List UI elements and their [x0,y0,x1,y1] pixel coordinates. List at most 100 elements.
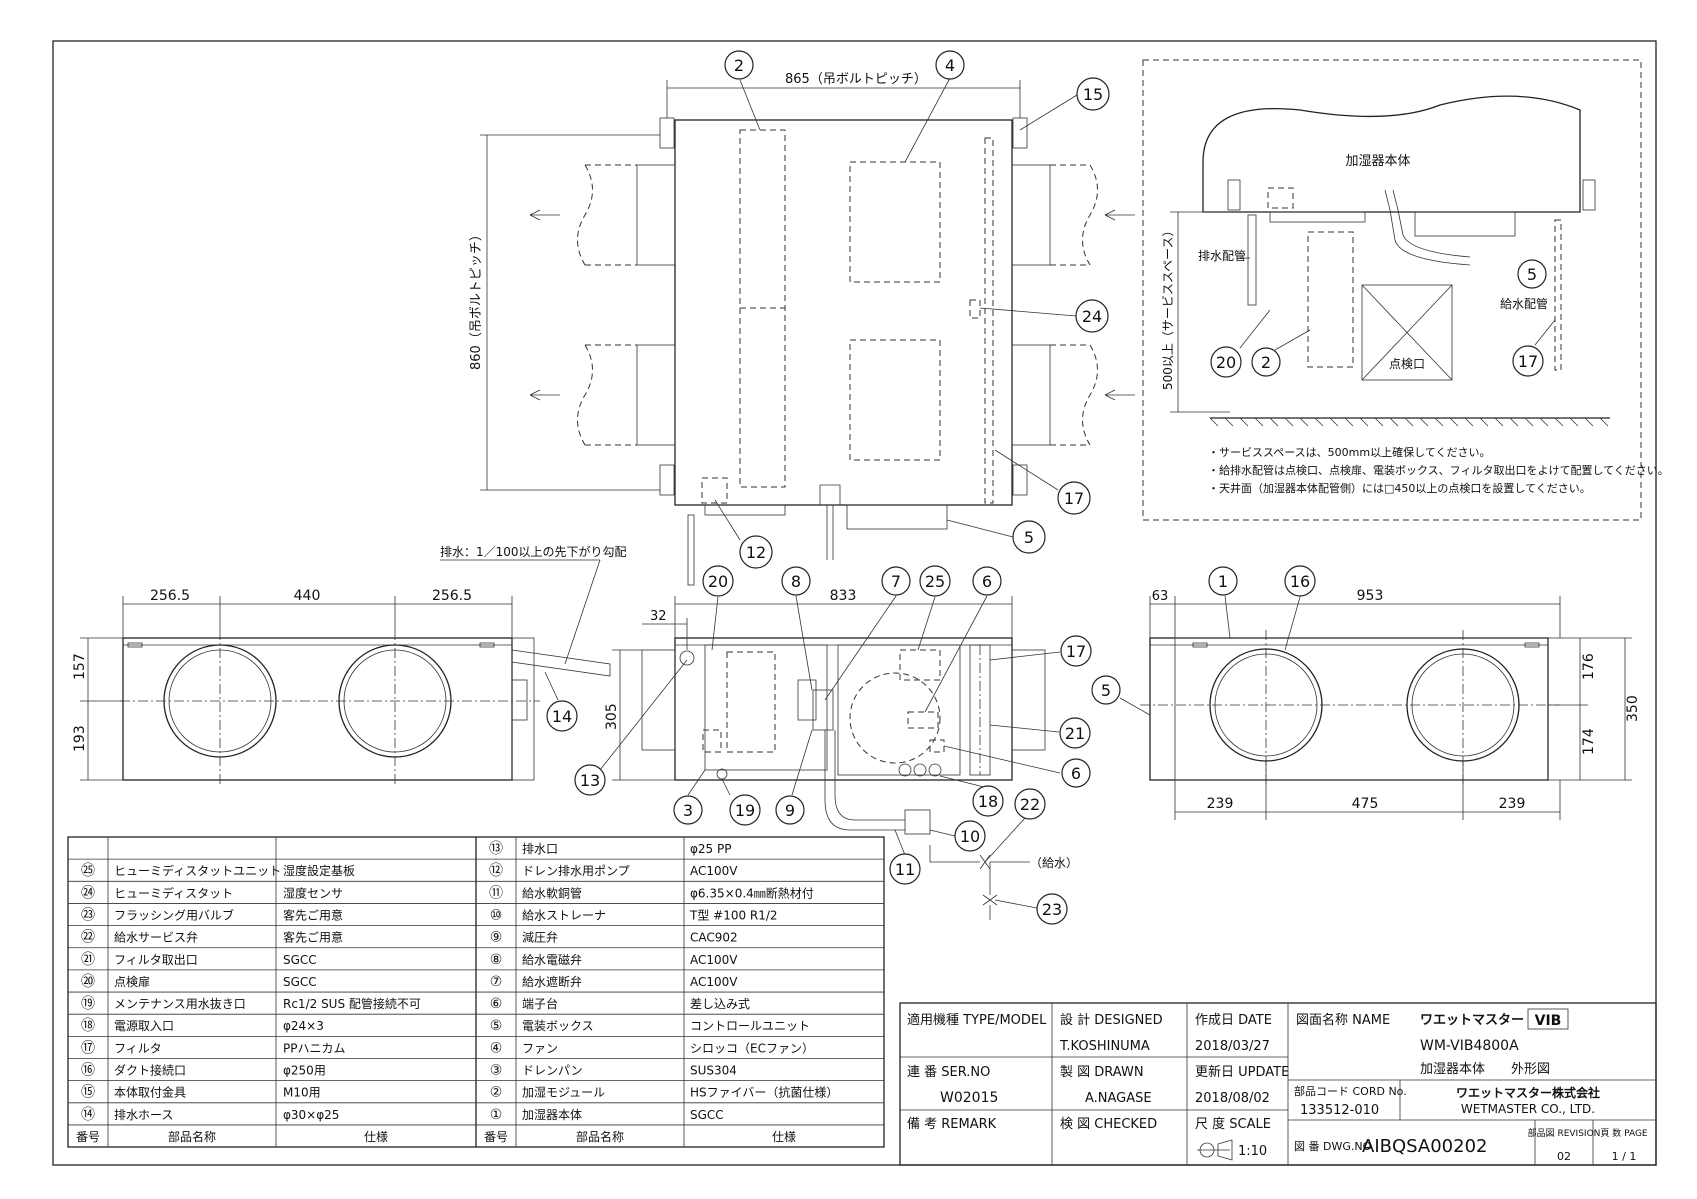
part-spec: PPハニカム [283,1041,345,1055]
part-number: ③ [490,1063,503,1079]
front-dim-height: 305 [604,703,620,730]
front-view: （給水） 833 32 305 20 8 7 25 6 17 21 6 18 2… [574,565,1092,925]
tb-model: WM-VIB4800A [1420,1038,1519,1054]
tb-designed-value: T.KOSHINUMA [1059,1039,1150,1054]
balloon-11-front: 11 [889,829,921,885]
tb-cord-value: 133512-010 [1300,1103,1379,1118]
part-number: ⑰ [81,1040,95,1056]
balloon-3-front: 3 [673,769,706,825]
left-dim-5: 193 [72,725,88,752]
svg-text:13: 13 [580,771,600,790]
right-view: 63 953 176 350 174 239 475 239 1 16 5 [1091,565,1641,820]
balloon-22-front: 22 [984,788,1046,863]
tb-designed-label: 設 計 DESIGNED [1060,1012,1163,1028]
part-number: ㉑ [81,952,95,968]
tb-scale-value: 1:10 [1238,1144,1267,1159]
svg-text:20: 20 [708,572,728,591]
part-number: ⑯ [81,1063,95,1079]
tb-brand-box: VIB [1535,1013,1562,1029]
top-height-dim: 860（吊ボルトピッチ） [469,228,484,370]
part-number: ⑦ [490,974,503,990]
detail-note-1: ・サービススペースは、500mm以上確保してください。 [1208,445,1490,459]
table-header-no: 番号 [484,1130,508,1144]
part-name: ヒューミディスタット [114,885,233,900]
svg-text:2: 2 [734,56,744,75]
part-spec: CAC902 [690,931,738,945]
part-number: ⑩ [490,907,503,923]
part-number: ⑫ [489,863,503,879]
balloon-25-front: 25 [917,565,951,651]
table-header-name: 部品名称 [576,1129,624,1144]
left-dim-1: 256.5 [150,588,190,604]
sheet-border [52,40,1657,1166]
svg-text:10: 10 [960,827,980,846]
part-number: ⑨ [490,930,503,946]
part-name: 給水軟銅管 [522,885,582,900]
balloon-2-top: 2 [724,50,761,131]
part-spec: コントロールユニット [690,1019,810,1033]
balloon-13-front: 13 [574,659,688,796]
tb-scale-label: 尺 度 SCALE [1195,1116,1271,1132]
tb-dwg-value: AIBQSA00202 [1362,1136,1487,1157]
svg-text:22: 22 [1020,795,1040,814]
right-dim-475: 475 [1352,796,1379,812]
right-dim-239b: 239 [1499,796,1526,812]
svg-text:21: 21 [1065,724,1085,743]
front-water-label: （給水） [1030,856,1078,870]
tb-rev-label: 部品図 REVISION [1528,1127,1601,1139]
part-spec: φ24×3 [283,1019,324,1033]
part-name: 減圧弁 [522,930,558,945]
top-view: 865（吊ボルトピッチ） 860（吊ボルトピッチ） 2 4 15 24 17 1… [469,50,1135,586]
detail-service-space: 500以上（サービススペース） [1161,225,1175,390]
svg-text:5: 5 [1024,528,1034,547]
tb-page-label: 頁 数 PAGE [1600,1127,1648,1139]
balloon-6-front-a: 6 [924,566,1002,713]
part-name: フィルタ [114,1041,162,1055]
left-dim-4: 157 [72,653,88,680]
part-name: ドレン排水用ポンプ [522,864,630,878]
part-number: ㉒ [81,930,95,946]
part-name: フラッシング用バルブ [114,907,234,922]
part-number: ① [490,1107,503,1123]
part-spec: φ25 PP [690,842,731,856]
svg-text:1: 1 [1218,572,1228,591]
part-number: ㉔ [81,885,95,901]
tb-remark-label: 備 考 REMARK [907,1116,997,1132]
svg-text:18: 18 [978,792,998,811]
svg-text:9: 9 [785,801,795,820]
svg-text:7: 7 [891,572,901,591]
balloon-1-right: 1 [1208,566,1238,639]
tb-page-value: 1 / 1 [1612,1150,1637,1163]
svg-text:3: 3 [683,801,693,820]
balloon-24-top: 24 [979,299,1109,333]
part-name: フィルタ取出口 [114,953,198,967]
svg-text:11: 11 [895,860,915,879]
tb-drawn-value: A.NAGASE [1085,1091,1152,1106]
part-spec: M10用 [283,1086,321,1100]
balloon-19-front: 19 [721,778,761,826]
balloon-5-right: 5 [1091,675,1151,716]
part-number: ④ [490,1040,503,1056]
svg-text:15: 15 [1083,85,1103,104]
tb-drawing-name: 加湿器本体 外形図 [1420,1062,1550,1077]
part-number: ⑧ [490,952,503,968]
tb-company-en: WETMASTER CO., LTD. [1461,1102,1595,1116]
part-spec: シロッコ（ECファン） [690,1041,814,1055]
balloon-7-front: 7 [824,566,911,701]
part-number: ⑪ [489,885,503,901]
table-header-spec: 仕様 [364,1130,388,1144]
part-name: 給水電磁弁 [522,952,582,967]
balloon-9-front: 9 [775,729,813,825]
svg-text:20: 20 [1216,353,1236,372]
tb-update-label: 更新日 UPDATE [1195,1064,1289,1080]
part-spec: 差し込み式 [690,997,750,1011]
part-name: ドレンパン [522,1064,583,1078]
table-header-spec: 仕様 [772,1130,796,1144]
table-header-no: 番号 [76,1130,100,1144]
svg-text:19: 19 [735,801,755,820]
part-name: 給水サービス弁 [114,930,198,945]
svg-text:25: 25 [925,572,945,591]
part-spec: 湿度設定基板 [283,863,355,878]
front-dim-width: 833 [830,588,857,604]
part-spec: 湿度センサ [283,885,343,900]
